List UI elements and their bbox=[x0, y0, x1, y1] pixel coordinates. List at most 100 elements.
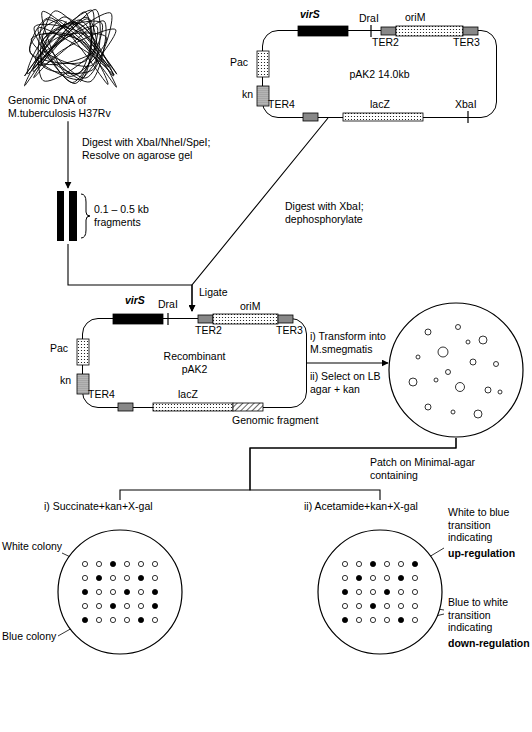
process-arrow bbox=[307, 362, 388, 363]
node-illustration bbox=[388, 302, 524, 438]
colony-patch bbox=[356, 561, 361, 566]
colony-patch bbox=[82, 561, 87, 566]
part-label: TER2 bbox=[372, 36, 399, 49]
colony bbox=[425, 329, 431, 335]
colony-patch bbox=[152, 561, 157, 566]
colony-patch bbox=[82, 589, 87, 594]
process-arrow bbox=[67, 121, 68, 188]
node-illustration bbox=[300, 500, 460, 660]
agar-plate bbox=[318, 530, 442, 654]
node-text: ii) Acetamide+kan+X-gal bbox=[304, 500, 460, 513]
part-label: TER3 bbox=[276, 324, 303, 337]
part-label: lacZ bbox=[370, 98, 390, 111]
colony-patch bbox=[370, 575, 375, 580]
colony bbox=[451, 410, 455, 414]
node-illustration bbox=[48, 188, 94, 244]
gene-segment bbox=[381, 27, 396, 35]
gene-segment bbox=[396, 26, 463, 36]
colony-patch bbox=[152, 575, 157, 580]
colony-patch bbox=[124, 589, 129, 594]
colony-patch bbox=[356, 589, 361, 594]
part-label: TER4 bbox=[88, 388, 115, 401]
colony-patch bbox=[342, 561, 347, 566]
colony-patch bbox=[152, 617, 157, 622]
colony bbox=[425, 404, 431, 410]
part-label: DraI bbox=[158, 298, 178, 311]
colony-patch bbox=[152, 589, 157, 594]
colony-patch bbox=[370, 617, 375, 622]
colony-patch bbox=[96, 575, 101, 580]
part-label: White colony bbox=[2, 540, 62, 553]
colony-patch bbox=[124, 575, 129, 580]
colony-patch bbox=[138, 617, 143, 622]
colony bbox=[485, 387, 491, 393]
gene-segment bbox=[77, 339, 89, 365]
part-label: up-regulation bbox=[448, 547, 515, 560]
colony-patch bbox=[412, 561, 417, 566]
part-label: oriM bbox=[240, 300, 260, 313]
colony-patch bbox=[342, 617, 347, 622]
gene-segment bbox=[233, 403, 263, 411]
colony-patch bbox=[110, 617, 115, 622]
part-label: TER2 bbox=[195, 324, 222, 337]
restriction-site bbox=[370, 25, 371, 37]
genomic-dna: Genomic DNA of M.tuberculosis H37Rv bbox=[8, 4, 136, 119]
colony-patch bbox=[152, 603, 157, 608]
gene-segment bbox=[77, 374, 89, 394]
colony-patch bbox=[384, 561, 389, 566]
colony-patch bbox=[110, 575, 115, 580]
part-label: kn bbox=[242, 88, 253, 101]
colony bbox=[416, 355, 420, 359]
part-label: lacZ bbox=[178, 388, 198, 401]
colony-patch bbox=[384, 575, 389, 580]
colony-patch bbox=[370, 561, 375, 566]
colony-patch bbox=[412, 575, 417, 580]
colony-patch bbox=[384, 603, 389, 608]
part-label: virS bbox=[300, 8, 320, 21]
colony bbox=[446, 370, 451, 375]
gene-segment bbox=[113, 314, 163, 324]
colony-patch bbox=[82, 603, 87, 608]
part-label: TER4 bbox=[268, 98, 295, 111]
colony bbox=[456, 325, 461, 330]
colony-patch bbox=[124, 603, 129, 608]
patch-plate: ii) Acetamide+kan+X-gal bbox=[300, 500, 460, 660]
colony-patch bbox=[356, 575, 361, 580]
part-label: White to blue transition indicating bbox=[448, 506, 522, 544]
process-arrow bbox=[68, 244, 192, 311]
colony-patch bbox=[342, 589, 347, 594]
gene-segment bbox=[213, 314, 278, 324]
part-label: DraI bbox=[359, 12, 379, 25]
part-label: Genomic fragment bbox=[232, 414, 318, 427]
step-label: i) Transform into M.smegmatis bbox=[310, 330, 398, 355]
colony-patch bbox=[82, 575, 87, 580]
colony-patch bbox=[356, 603, 361, 608]
patch-plate: i) Succinate+kan+X-gal bbox=[40, 500, 200, 660]
part-label: ii) Select on LB agar + kan bbox=[310, 370, 390, 395]
node-illustration bbox=[40, 500, 200, 660]
colony bbox=[494, 362, 499, 367]
node-text: pAK2 14.0kb bbox=[344, 68, 416, 81]
gene-segment bbox=[153, 403, 233, 411]
gene-segment bbox=[257, 51, 269, 77]
colony-patch bbox=[370, 589, 375, 594]
node-text: Genomic DNA of M.tuberculosis H37Rv bbox=[8, 94, 136, 119]
colony-patch bbox=[138, 603, 143, 608]
colony bbox=[438, 347, 448, 357]
part-label: Blue to white transition indicating bbox=[448, 596, 522, 634]
colony-patch bbox=[384, 589, 389, 594]
colony-patch bbox=[398, 561, 403, 566]
gene-segment bbox=[118, 403, 133, 411]
colony-patch bbox=[412, 603, 417, 608]
gene-segment bbox=[257, 86, 269, 106]
node-text: Recombinant pAK2 bbox=[159, 350, 231, 375]
colony-patch bbox=[124, 561, 129, 566]
colony-patch bbox=[342, 575, 347, 580]
gene-segment bbox=[343, 113, 423, 121]
colony bbox=[466, 340, 470, 344]
part-label: virS bbox=[125, 294, 145, 307]
colony-patch bbox=[96, 589, 101, 594]
colony-patch bbox=[398, 617, 403, 622]
gene-segment bbox=[463, 27, 478, 35]
